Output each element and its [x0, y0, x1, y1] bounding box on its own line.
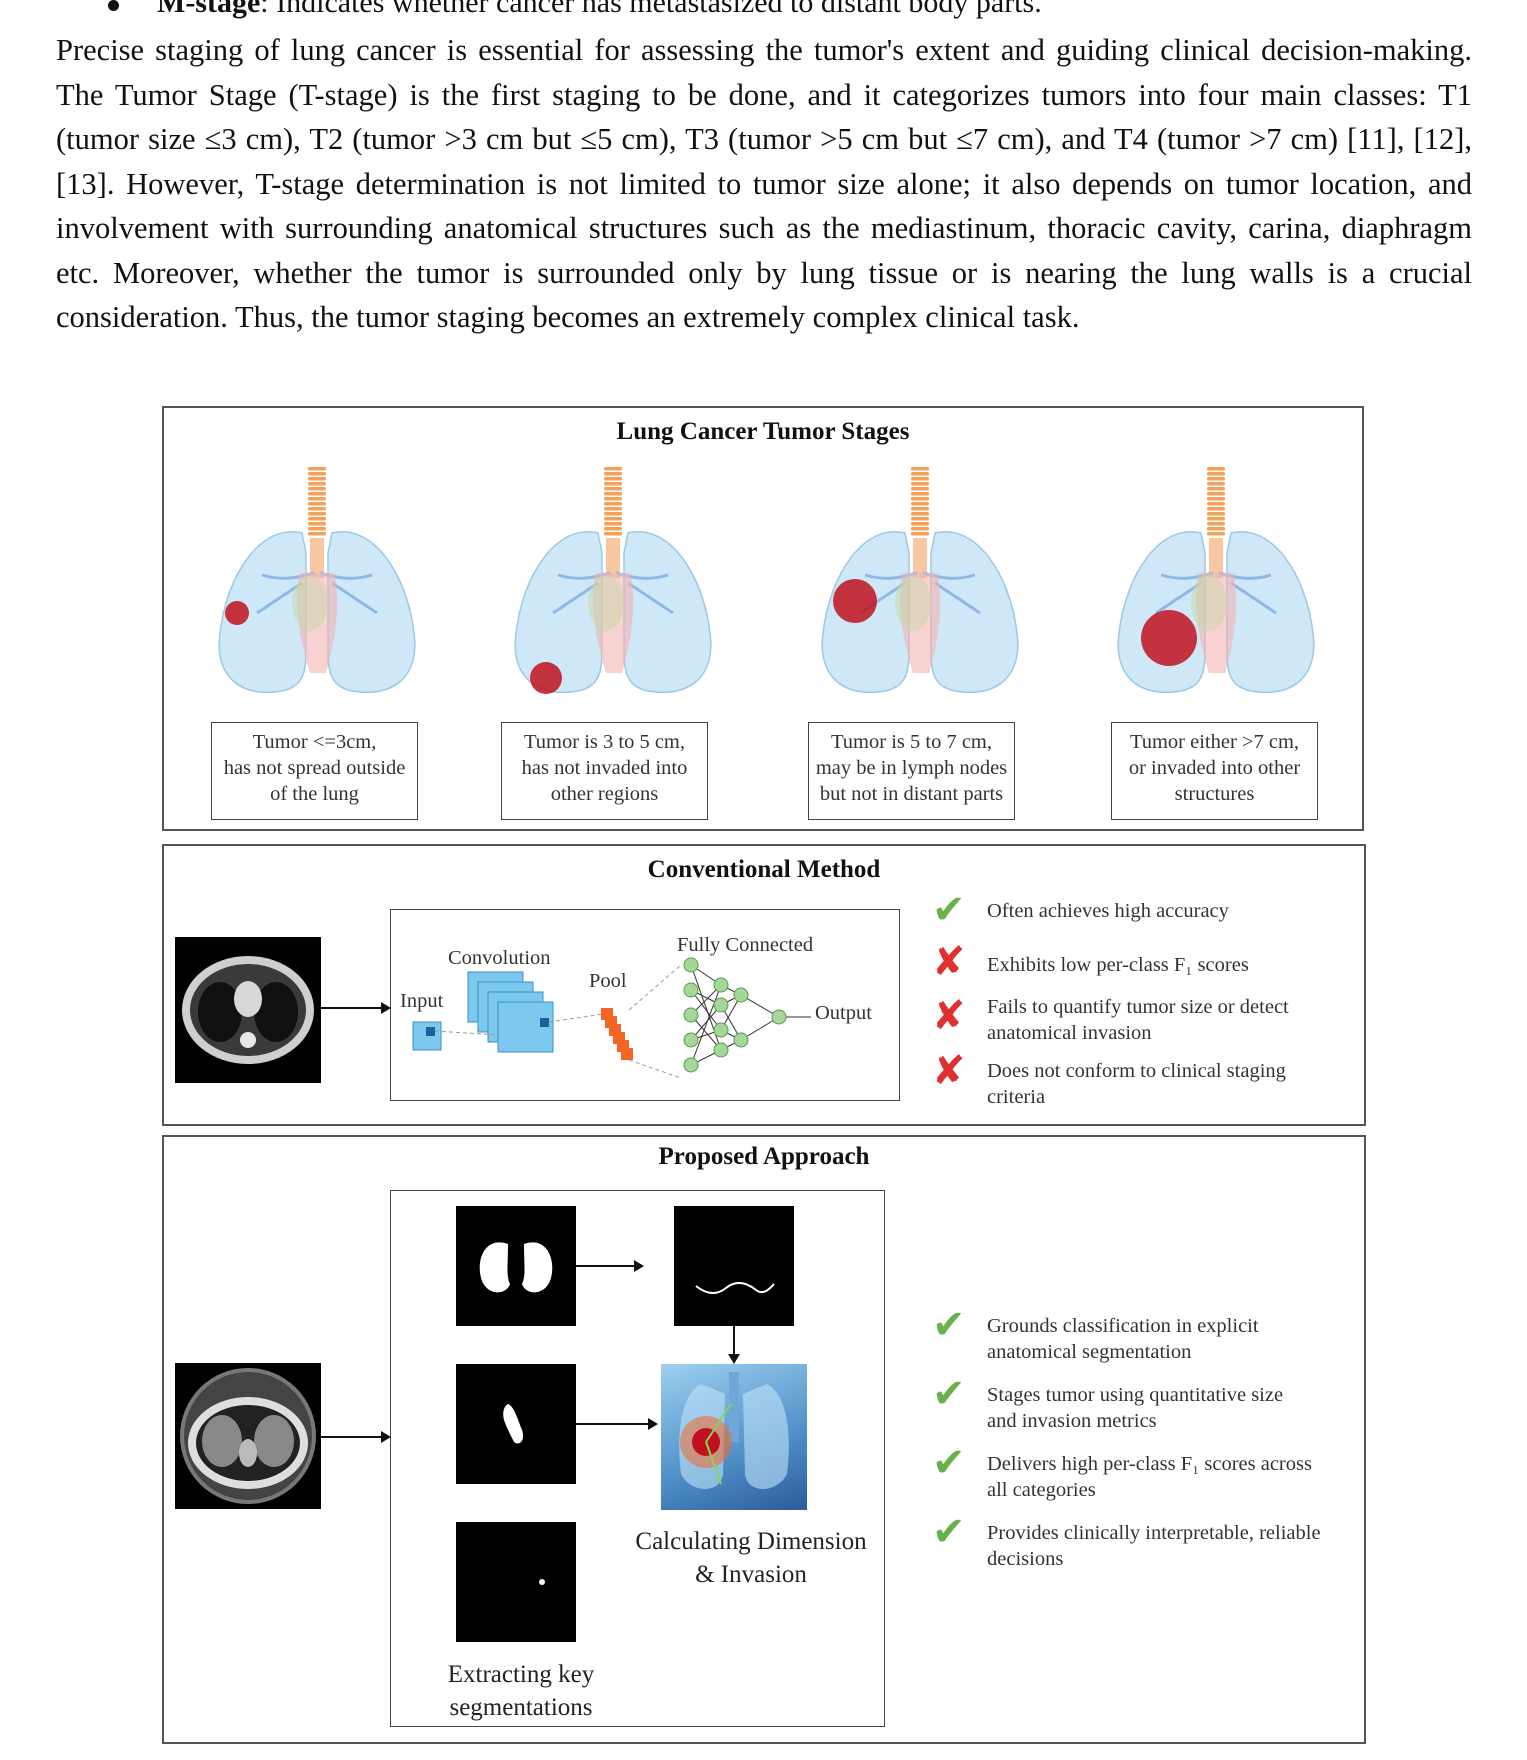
stage-t1-description: Tumor <=3cm, has not spread outside of t…	[211, 722, 418, 820]
ct-scan-image	[175, 937, 321, 1083]
caption-line: Calculating Dimension	[635, 1528, 867, 1555]
point-line: all categories	[987, 1479, 1096, 1501]
point-line: anatomical segmentation	[987, 1341, 1192, 1363]
convolution-label: Convolution	[448, 947, 551, 969]
caption-line: segmentations	[449, 1694, 593, 1721]
point-line: anatomical invasion	[987, 1022, 1152, 1044]
arrow-icon	[321, 1431, 391, 1443]
bullet-text: : Indicates whether cancer has metastasi…	[260, 0, 1042, 19]
conventional-point-3: Fails to quantify tumor size or detect a…	[987, 994, 1289, 1046]
stage-t2	[498, 463, 748, 723]
fully-connected-label: Fully Connected	[677, 934, 814, 956]
stage-line: may be in lymph nodes	[815, 757, 1008, 779]
arrow-icon	[321, 1002, 391, 1014]
tumor-stages-title: Lung Cancer Tumor Stages	[616, 418, 910, 445]
stage-t1	[202, 463, 452, 723]
arrow-icon	[576, 1260, 644, 1272]
point-line: decisions	[987, 1548, 1064, 1570]
stage-t4	[1101, 463, 1351, 723]
lung-t2-icon	[514, 467, 712, 694]
stage-line: or invaded into other	[1128, 757, 1301, 779]
arrow-icon	[576, 1418, 658, 1430]
lung-t3-icon	[821, 467, 1019, 693]
stage-t3	[805, 463, 1055, 723]
lung-mask-image	[456, 1206, 576, 1326]
stage-line: Tumor is 5 to 7 cm,	[831, 731, 992, 753]
cross-icon: ✘	[932, 1048, 966, 1094]
stage-line: structures	[1174, 783, 1255, 805]
tumor-lung-render-image	[661, 1364, 807, 1510]
caption-line: Extracting key	[447, 1661, 595, 1688]
check-icon: ✔	[932, 887, 966, 933]
check-icon: ✔	[932, 1371, 966, 1417]
proposed-point-3: Delivers high per-class F₁ scores across…	[987, 1451, 1312, 1503]
bullet-term: M-stage	[157, 0, 261, 19]
point-line: Delivers high per-class F₁ scores across	[987, 1453, 1312, 1475]
proposed-approach-panel: Proposed Approach	[162, 1135, 1366, 1744]
point-line: criteria	[987, 1086, 1046, 1108]
conventional-method-title: Conventional Method	[647, 856, 881, 883]
stage-line: Tumor either >7 cm,	[1129, 731, 1300, 753]
point-line: Does not conform to clinical staging	[987, 1060, 1286, 1082]
ct-chest-image	[175, 1363, 321, 1509]
stage-line: other regions	[550, 783, 659, 805]
bullet-m-stage: M-stage: Indicates whether cancer has me…	[108, 0, 1042, 20]
stage-line: of the lung	[270, 783, 359, 805]
pool-label: Pool	[589, 970, 627, 992]
proposed-point-1: Grounds classification in explicit anato…	[987, 1313, 1259, 1365]
point-line: Often achieves high accuracy	[987, 900, 1229, 922]
lung-t1-icon	[218, 467, 416, 693]
check-icon: ✔	[932, 1302, 966, 1348]
tumor-mark	[225, 601, 249, 625]
point-line: Provides clinically interpretable, relia…	[987, 1522, 1321, 1544]
tumor-mark	[833, 579, 877, 623]
point-line: Stages tumor using quantitative size	[987, 1384, 1284, 1406]
input-label: Input	[400, 990, 444, 1012]
cnn-diagram: Input Convolution Pool Fully Connected O…	[390, 909, 900, 1101]
body-paragraph: Precise staging of lung cancer is essent…	[56, 28, 1472, 340]
arrow-down-icon	[728, 1326, 740, 1364]
tumor-mask-image	[456, 1364, 576, 1484]
point-line: Fails to quantify tumor size or detect	[987, 996, 1289, 1018]
tumor-stages-panel: Lung Cancer Tumor Stages	[162, 406, 1364, 831]
point-line: and invasion metrics	[987, 1410, 1157, 1432]
check-icon: ✔	[932, 1509, 966, 1555]
stage-line: has not spread outside	[223, 757, 406, 779]
point-line: Grounds classification in explicit	[987, 1315, 1259, 1337]
tumor-mark	[530, 662, 562, 694]
stage-line: Tumor is 3 to 5 cm,	[524, 731, 685, 753]
stage-line: has not invaded into	[521, 757, 688, 779]
lung-t4-icon	[1117, 467, 1315, 693]
check-icon: ✔	[932, 1440, 966, 1486]
diaphragm-mask-image	[674, 1206, 794, 1326]
conventional-point-1: Often achieves high accuracy	[987, 898, 1229, 924]
paragraph-text: Precise staging of lung cancer is essent…	[56, 33, 1472, 334]
cross-icon: ✘	[932, 993, 966, 1039]
proposed-approach-title: Proposed Approach	[658, 1143, 870, 1170]
proposed-point-2: Stages tumor using quantitative size and…	[987, 1382, 1283, 1434]
output-label: Output	[815, 1002, 872, 1024]
conventional-method-panel: Conventional Method Input Convolution Po…	[162, 844, 1366, 1126]
extracting-caption: Extracting key segmentations	[411, 1658, 631, 1724]
stage-t4-description: Tumor either >7 cm, or invaded into othe…	[1111, 722, 1318, 820]
point-mask-image	[456, 1522, 576, 1642]
stage-line: but not in distant parts	[819, 783, 1004, 805]
stage-t3-description: Tumor is 5 to 7 cm, may be in lymph node…	[808, 722, 1015, 820]
calculating-caption: Calculating Dimension & Invasion	[621, 1525, 881, 1591]
tumor-mark	[1141, 610, 1197, 666]
stage-t2-description: Tumor is 3 to 5 cm, has not invaded into…	[501, 722, 708, 820]
bullet-dot	[108, 0, 119, 11]
processing-box: Calculating Dimension & Invasion Extract…	[390, 1190, 885, 1727]
conventional-point-4: Does not conform to clinical staging cri…	[987, 1058, 1286, 1110]
proposed-point-4: Provides clinically interpretable, relia…	[987, 1520, 1321, 1572]
caption-line: & Invasion	[695, 1561, 807, 1588]
cnn-layers-graphic	[412, 957, 811, 1079]
conventional-point-2: Exhibits low per-class F₁ scores	[987, 952, 1249, 978]
cross-icon: ✘	[932, 939, 966, 985]
point-line: Exhibits low per-class F₁ scores	[987, 954, 1249, 976]
stage-line: Tumor <=3cm,	[252, 731, 377, 753]
